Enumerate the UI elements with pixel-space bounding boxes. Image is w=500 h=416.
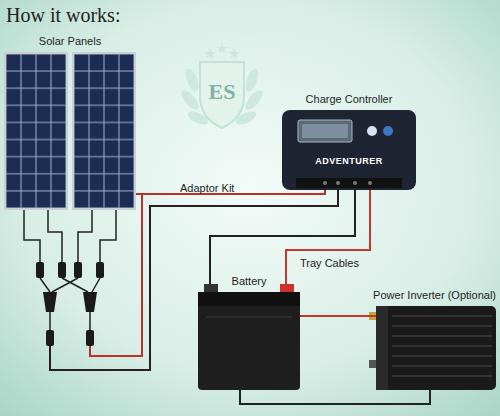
battery-device bbox=[198, 284, 300, 390]
diagram-title: How it works: bbox=[6, 4, 120, 26]
inner-wrap: ADVENTURER bbox=[282, 150, 416, 168]
watermark-shield bbox=[178, 43, 265, 128]
inverter-device bbox=[369, 306, 496, 390]
wire-label: Adaptor Kit bbox=[180, 182, 234, 194]
power-inverter: Power Inverter (Optional) bbox=[376, 306, 496, 390]
title-wrap: How it works: bbox=[6, 3, 120, 27]
mc4-connectors bbox=[36, 262, 104, 346]
solar-panels bbox=[4, 52, 136, 210]
watermark-text: ES bbox=[209, 79, 236, 104]
charge-controller-device bbox=[282, 110, 416, 190]
component-label: Power Inverter (Optional) bbox=[373, 289, 496, 301]
heading-wrap: Solar Panels bbox=[39, 31, 101, 49]
wire-label: Tray Cables bbox=[300, 257, 359, 269]
wire-connector bbox=[286, 190, 370, 292]
component-label: Battery bbox=[232, 275, 267, 287]
charge-controller: Charge ControllerADVENTURER bbox=[282, 110, 416, 190]
component-label: Solar Panels bbox=[39, 35, 101, 47]
solar-panel-array: Solar Panels bbox=[4, 52, 136, 210]
wire-connector bbox=[300, 315, 376, 317]
heading-wrap: Charge Controller bbox=[306, 89, 393, 107]
component-label: Charge Controller bbox=[306, 93, 393, 105]
heading-wrap: Battery bbox=[232, 271, 267, 289]
label-wrap: ES bbox=[209, 80, 236, 104]
heading-wrap: Power Inverter (Optional) bbox=[373, 285, 496, 303]
battery: Battery bbox=[198, 292, 300, 390]
wire-label-wrap: Tray Cables bbox=[300, 253, 359, 271]
wire-label-wrap: Adaptor Kit bbox=[180, 178, 234, 196]
panel-leads bbox=[24, 210, 116, 330]
brand-text: ADVENTURER bbox=[315, 156, 383, 166]
